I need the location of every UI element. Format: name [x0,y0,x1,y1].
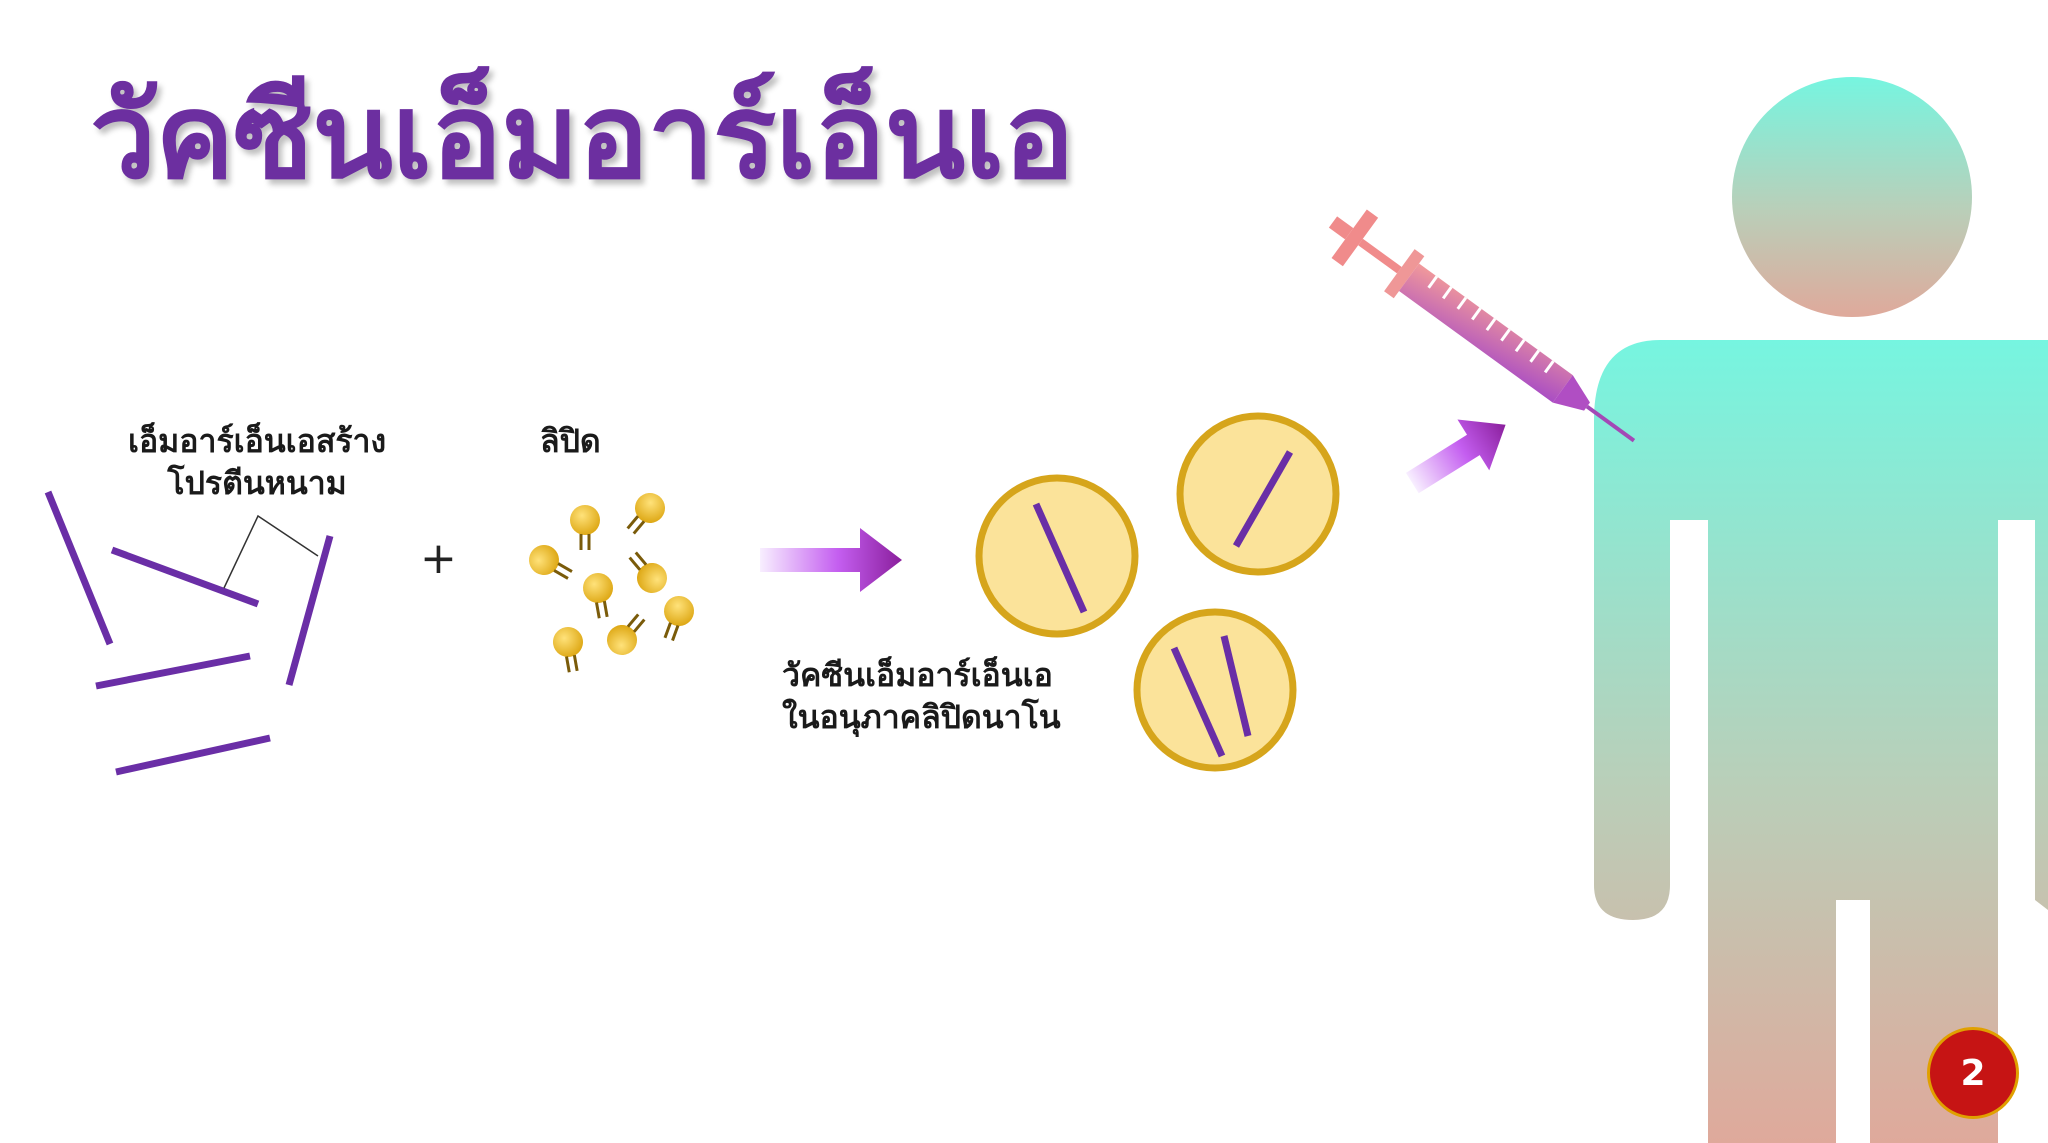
mrna-label-line2: โปรตีนหนาม [167,464,347,502]
person-silhouette-icon [1594,77,2048,1143]
plus-sign: + [420,533,457,584]
lipid-molecule-icon [570,505,600,550]
mrna-strand-icon [44,490,114,646]
vaccine-label-line2: ในอนุภาคลิปิดนาโน [782,698,1061,736]
lipid-molecule-icon [553,627,583,673]
lipid-molecule-icon [529,545,573,580]
mrna-label: เอ็มอาร์เอ็นเอสร้าง โปรตีนหนาม [128,420,386,504]
lipid-molecule-icon [583,573,613,619]
vaccine-label-line1: วัคซีนเอ็มอาร์เอ็นเอ [782,656,1053,694]
mrna-strand-icon [110,546,260,608]
gradient-arrow-icon [760,528,902,592]
lipid-molecule-icon [607,613,646,655]
mrna-strand-icon [95,652,251,690]
lipid-molecule-icon [663,596,694,642]
lipid-label: ลิปิด [540,422,601,460]
lipid-nanoparticle-icon [1176,412,1340,576]
mrna-strand-icon [115,734,271,776]
lipid-molecules [529,493,694,673]
lipid-nanoparticle-icon [1133,608,1297,772]
lipid-molecule-icon [626,493,665,535]
mrna-strands [44,490,334,776]
vaccine-label: วัคซีนเอ็มอาร์เอ็นเอ ในอนุภาคลิปิดนาโน [782,654,1061,738]
mrna-label-line1: เอ็มอาร์เอ็นเอสร้าง [128,422,387,460]
gradient-arrow-icon [1405,419,1506,494]
lipid-nanoparticle-icon [975,474,1139,638]
syringe-icon [1328,209,1636,443]
page-number-badge: 2 [1927,1027,2019,1119]
slide-title: วัคซีนเอ็มอาร์เอ็นเอ [90,67,1075,205]
lipid-molecule-icon [628,551,667,593]
mrna-strand-icon [285,535,334,686]
spike-protein-pointer [223,514,319,589]
